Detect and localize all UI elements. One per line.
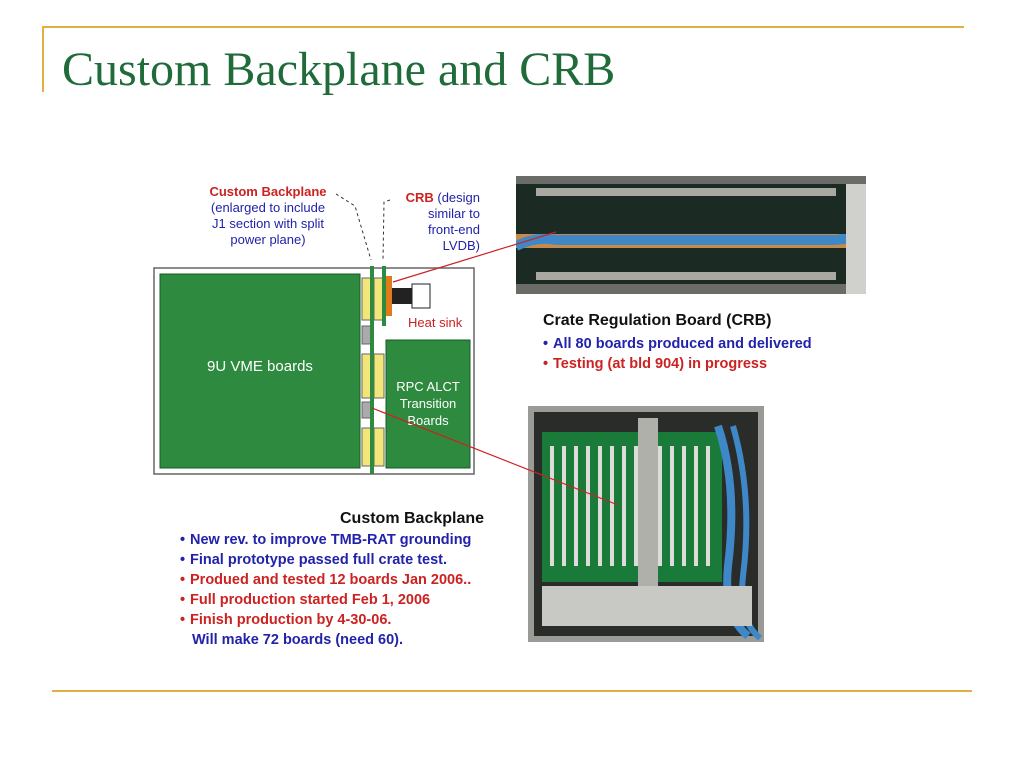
- heat-sink-label: Heat sink: [408, 315, 463, 330]
- crb-bullet: •Testing (at bld 904) in progress: [543, 356, 768, 372]
- rpc-alct-label: RPC ALCT Transition Boards: [396, 379, 460, 428]
- backplane-bullet: •Full production started Feb 1, 2006: [180, 592, 431, 608]
- crb-label: CRB (design similar to front-end LVDB): [405, 190, 480, 253]
- backplane-bullet: •Produed and tested 12 boards Jan 2006..: [180, 572, 472, 588]
- slide-title: Custom Backplane and CRB: [62, 43, 616, 96]
- backplane-bullet: •New rev. to improve TMB-RAT grounding: [180, 532, 472, 548]
- crb-orange-strip: [386, 276, 392, 316]
- crb-pointer: [382, 199, 391, 261]
- backplane-slots: [550, 446, 710, 566]
- vme-boards-block: [159, 273, 361, 469]
- heat-sink-block: [392, 288, 412, 304]
- backplane-bullet: •Final prototype passed full crate test.: [180, 552, 448, 568]
- accent-horizontal-line: [42, 26, 964, 28]
- accent-vertical-line: [42, 26, 44, 92]
- backplane-bullet: •Finish production by 4-30-06.: [180, 612, 392, 628]
- footer-line: [52, 690, 972, 692]
- vme-boards-label: 9U VME boards: [207, 358, 313, 375]
- crb-bar: [382, 266, 386, 326]
- crb-photo: [516, 176, 866, 294]
- crb-heading: Crate Regulation Board (CRB): [543, 312, 772, 329]
- rpc-alct-block: [385, 339, 471, 469]
- backplane-continuation: Will make 72 boards (need 60).: [192, 632, 404, 648]
- backplane-diagram: [153, 193, 475, 475]
- heat-sink-fin: [411, 283, 431, 309]
- crb-bullets: •All 80 boards produced and delivered •T…: [543, 334, 812, 374]
- backplane-pointer: [335, 193, 372, 261]
- backplane-bullets: •New rev. to improve TMB-RAT grounding •…: [180, 530, 471, 650]
- crb-bullet: •All 80 boards produced and delivered: [543, 336, 812, 352]
- backplane-heading: Custom Backplane: [340, 510, 485, 527]
- backplane-bar: [370, 266, 374, 474]
- backplane-label: Custom Backplane (enlarged to include J1…: [209, 184, 327, 247]
- backplane-photo: [528, 406, 764, 642]
